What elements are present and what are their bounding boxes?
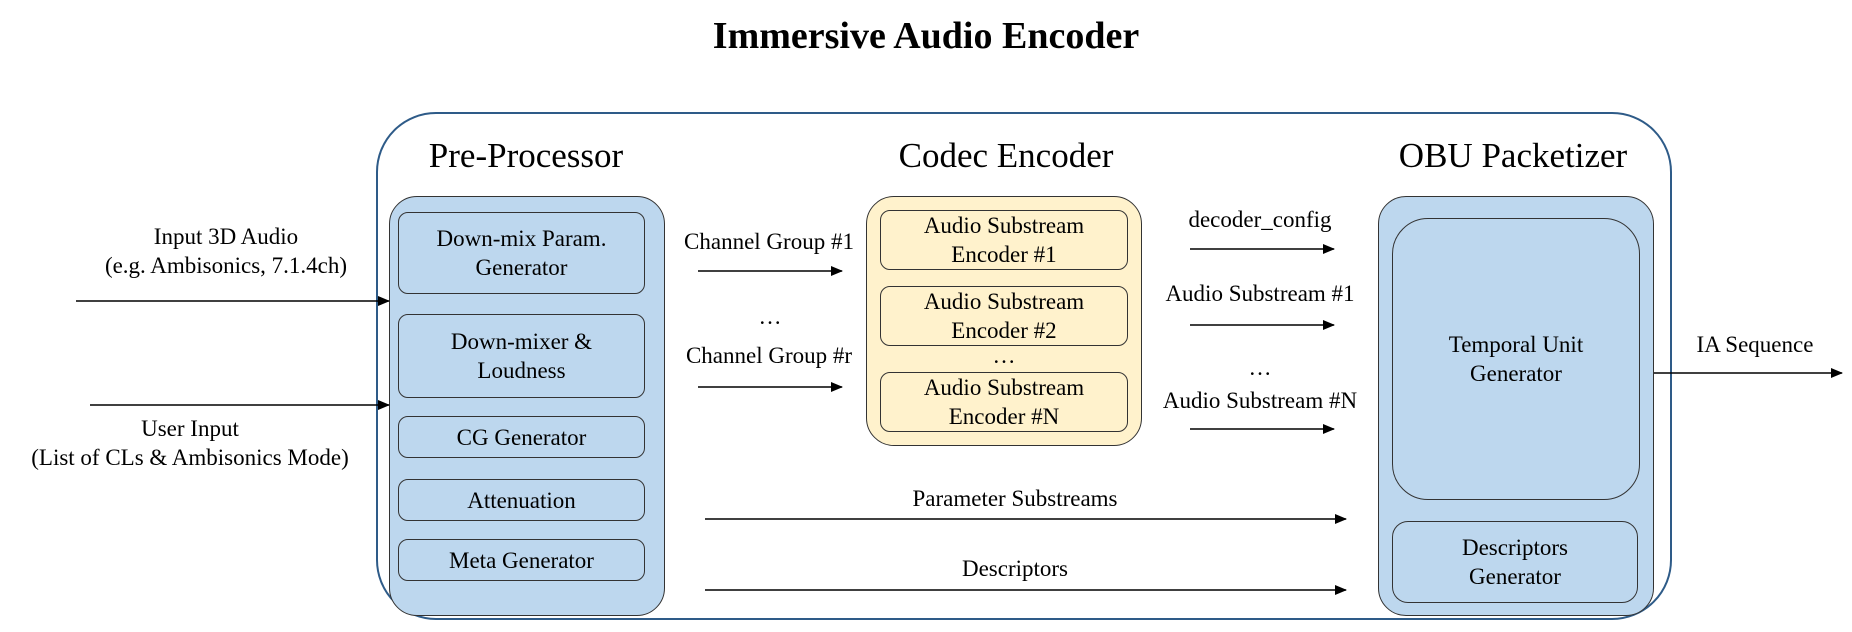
input-audio-label-line2: (e.g. Ambisonics, 7.1.4ch) xyxy=(104,253,348,278)
attenuation-label: Attenuation xyxy=(467,487,576,513)
encoder-ellipsis: … xyxy=(992,343,1016,368)
audio-substream-n-label: Audio Substream #N xyxy=(1162,388,1358,413)
user-input-label-line1: User Input xyxy=(141,416,239,441)
cg-generator-label: CG Generator xyxy=(456,424,587,450)
obu-packetizer-title: OBU Packetizer xyxy=(1398,136,1628,175)
parameter-substreams-label: Parameter Substreams xyxy=(912,486,1118,511)
input-audio-label-line1: Input 3D Audio xyxy=(153,224,299,249)
encoder-1-label-line1: Audio Substream xyxy=(923,213,1085,238)
temporal-unit-label-line1: Temporal Unit xyxy=(1448,332,1584,357)
downmix-param-generator-block: Down-mix Param. Generator xyxy=(398,212,645,294)
encoder-2-label-line2: Encoder #2 xyxy=(951,318,1057,343)
descriptors-generator-label-line2: Generator xyxy=(1469,564,1561,589)
descriptors-generator-label-line1: Descriptors xyxy=(1461,535,1569,560)
channel-group-ellipsis: … xyxy=(758,304,782,329)
decoder-config-label: decoder_config xyxy=(1188,207,1332,232)
ia-sequence-label: IA Sequence xyxy=(1696,332,1814,357)
meta-generator-label: Meta Generator xyxy=(449,547,594,573)
diagram-title: Immersive Audio Encoder xyxy=(712,15,1140,57)
cg-generator-block: CG Generator xyxy=(398,416,645,458)
meta-generator-block: Meta Generator xyxy=(398,539,645,581)
downmix-param-label-line1: Down-mix Param. xyxy=(436,226,607,251)
audio-substream-1-label: Audio Substream #1 xyxy=(1165,281,1355,306)
encoder-2-label-line1: Audio Substream xyxy=(923,289,1085,314)
downmixer-loudness-block: Down-mixer & Loudness xyxy=(398,314,645,398)
user-input-label-line2: (List of CLs & Ambisonics Mode) xyxy=(31,445,349,470)
descriptors-flow-label: Descriptors xyxy=(961,556,1069,581)
channel-group-r-label: Channel Group #r xyxy=(685,343,853,368)
channel-group-1-label: Channel Group #1 xyxy=(684,229,854,254)
audio-substream-ellipsis: … xyxy=(1248,355,1272,380)
encoder-1-label-line2: Encoder #1 xyxy=(951,242,1057,267)
encoder-container xyxy=(376,112,1672,620)
downmixer-label-line2: Loudness xyxy=(477,358,566,383)
pre-processor-title: Pre-Processor xyxy=(428,136,624,175)
encoder-n-label-line2: Encoder #N xyxy=(948,404,1060,429)
encoder-n-label-line1: Audio Substream xyxy=(923,375,1085,400)
temporal-unit-label-line2: Generator xyxy=(1470,361,1562,386)
downmixer-label-line1: Down-mixer & xyxy=(450,329,593,354)
downmix-param-label-line2: Generator xyxy=(475,255,568,280)
codec-encoder-title: Codec Encoder xyxy=(898,136,1114,175)
attenuation-block: Attenuation xyxy=(398,479,645,521)
